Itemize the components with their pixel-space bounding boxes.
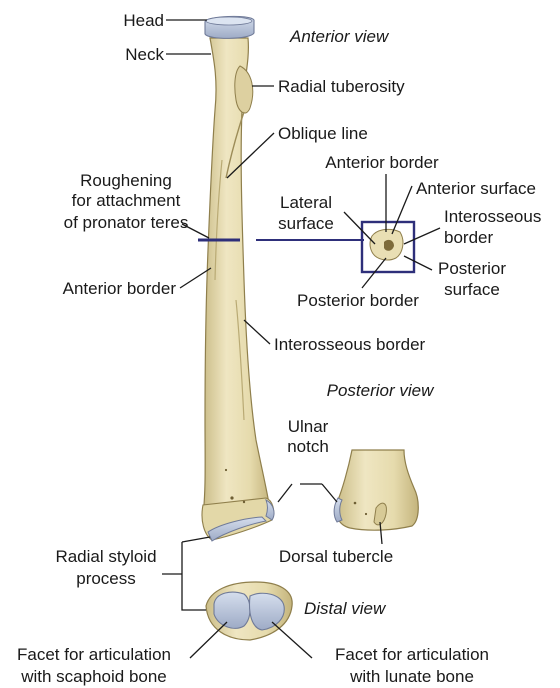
label-head: Head (123, 11, 164, 30)
label-xs-interosseous-2: border (444, 228, 493, 247)
radius-distal-view (205, 581, 293, 641)
radius-anterior (201, 15, 275, 542)
label-facet-lunate-1: Facet for articulation (335, 645, 489, 664)
label-lateral-2: surface (278, 214, 334, 233)
label-xs-interosseous-1: Interosseous (444, 207, 541, 226)
radius-posterior-distal (333, 449, 419, 531)
label-roughening-1: Roughening (80, 171, 172, 190)
label-dorsal-tubercle: Dorsal tubercle (279, 547, 393, 566)
facet-lunate (248, 592, 285, 631)
leader-lines (162, 19, 441, 659)
label-xs-posterior-border: Posterior border (297, 291, 419, 310)
dorsal-tubercle (373, 502, 387, 526)
label-radial-styloid-1: Radial styloid (55, 547, 156, 566)
label-neck: Neck (125, 45, 164, 64)
title-distal-view: Distal view (304, 599, 387, 618)
label-facet-scaphoid-1: Facet for articulation (17, 645, 171, 664)
label-ulnar-notch-1: Ulnar (288, 417, 329, 436)
label-radial-tuberosity: Radial tuberosity (278, 77, 405, 96)
label-roughening-3: of pronator teres (64, 213, 189, 232)
label-anterior-surface: Anterior surface (416, 179, 536, 198)
label-facet-scaphoid-2: with scaphoid bone (20, 667, 167, 686)
radius-shaft (202, 37, 271, 516)
title-posterior-view: Posterior view (327, 381, 435, 400)
labels: Head Neck Anterior view Radial tuberosit… (17, 11, 541, 686)
label-roughening-2: for attachment (72, 191, 181, 210)
label-lateral-1: Lateral (280, 193, 332, 212)
label-radial-styloid-2: process (76, 569, 136, 588)
label-posterior-surface-1: Posterior (438, 259, 506, 278)
ulnar-notch-cartilage (333, 497, 343, 523)
radial-tuberosity (234, 65, 254, 114)
label-facet-lunate-2: with lunate bone (349, 667, 474, 686)
label-anterior-border: Anterior border (63, 279, 177, 298)
label-ulnar-notch-2: notch (287, 437, 329, 456)
label-posterior-surface-2: surface (444, 280, 500, 299)
facet-scaphoid (213, 591, 251, 629)
title-anterior-view: Anterior view (289, 27, 390, 46)
label-xs-anterior-border: Anterior border (325, 153, 439, 172)
cross-section (360, 220, 416, 274)
label-interosseous-border: Interosseous border (274, 335, 426, 354)
label-oblique-line: Oblique line (278, 124, 368, 143)
